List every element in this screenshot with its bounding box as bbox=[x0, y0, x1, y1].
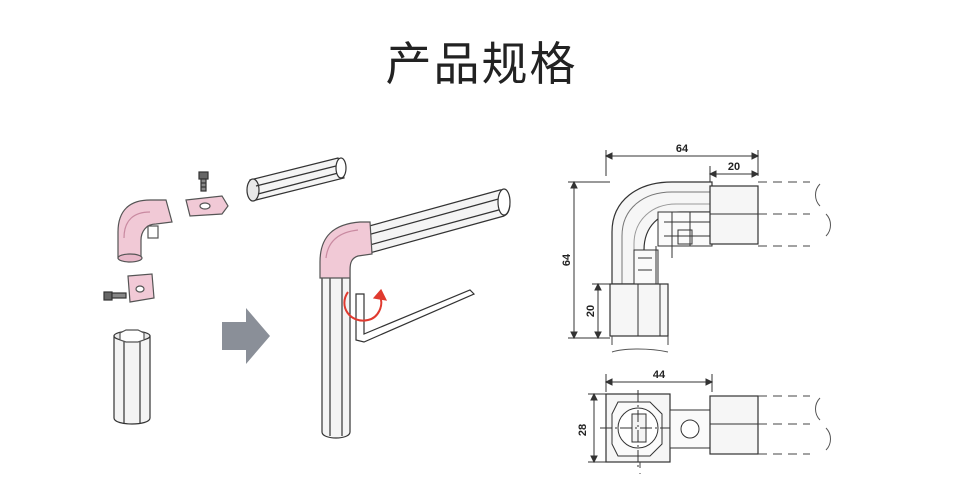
front-base-label: 20 bbox=[585, 305, 597, 317]
top-width-label: 44 bbox=[653, 369, 666, 381]
elbow-joint-part bbox=[117, 199, 173, 263]
front-height-label: 64 bbox=[561, 253, 573, 266]
front-width-label: 64 bbox=[676, 143, 689, 155]
lower-pipe bbox=[113, 329, 151, 425]
hex-key bbox=[355, 289, 476, 343]
front-view-drawing bbox=[568, 150, 831, 353]
assembly-arrow bbox=[222, 308, 270, 364]
front-stub-label: 20 bbox=[728, 161, 740, 173]
assembled-elbow bbox=[319, 188, 511, 439]
top-plate bbox=[185, 195, 229, 217]
upper-pipe bbox=[246, 157, 347, 202]
page-title: 产品规格 bbox=[385, 37, 578, 91]
top-height-label: 28 bbox=[577, 424, 589, 436]
top-screw bbox=[198, 171, 209, 192]
exploded-assembly bbox=[103, 157, 347, 425]
side-screw bbox=[103, 291, 127, 301]
top-view-drawing bbox=[588, 374, 831, 474]
side-plate bbox=[127, 273, 155, 303]
rotate-arrow-icon bbox=[343, 288, 388, 322]
